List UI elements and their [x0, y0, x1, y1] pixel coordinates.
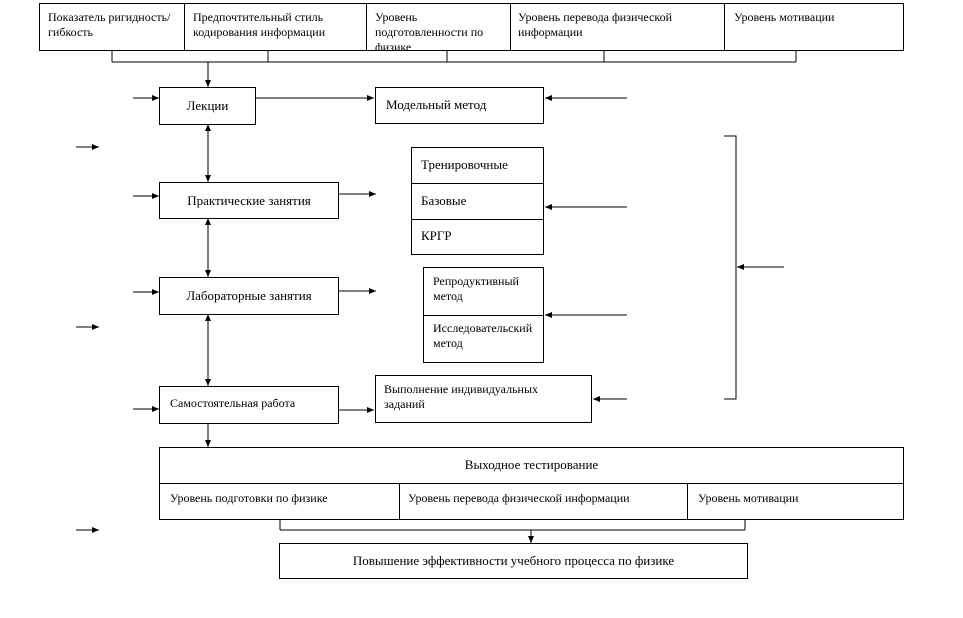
lectures-box: Лекции: [159, 87, 256, 125]
laboratory-classes-box: Лабораторные занятия: [159, 277, 339, 315]
indicators-table: Показатель ригидность/гибкость Предпочти…: [39, 3, 904, 51]
basic-tasks-label: Базовые: [421, 193, 467, 208]
independent-work-label: Самостоятельная работа: [170, 396, 296, 410]
training-tasks-label: Тренировочные: [421, 157, 508, 172]
reproductive-method-label: Репродуктивный метод: [433, 274, 519, 303]
indicator-coding-style: Предпочтительный стиль кодирования инфор…: [193, 10, 326, 39]
exit-testing-table: Выходное тестирование Уровень подготовки…: [159, 447, 904, 520]
research-method-label: Исследовательский метод: [433, 321, 533, 350]
result-box: Повышение эффективности учебного процесс…: [279, 543, 748, 579]
individual-tasks-box: Выполнение индивидуальных заданий: [375, 375, 592, 423]
indicator-rigidity: Показатель ригидность/гибкость: [48, 10, 171, 39]
independent-work-box: Самостоятельная работа: [159, 386, 339, 424]
lab-methods-box: Репродуктивный метод Исследовательский м…: [423, 267, 544, 363]
model-method-box: Модельный метод: [375, 87, 544, 124]
exit-item-preparation: Уровень подготовки по физике: [170, 491, 328, 505]
practical-tasks-box: Тренировочные Базовые КРГР: [411, 147, 544, 255]
exit-testing-title: Выходное тестирование: [464, 457, 599, 472]
model-method-label: Модельный метод: [386, 97, 487, 112]
practical-classes-box: Практические занятия: [159, 182, 339, 219]
individual-tasks-label: Выполнение индивидуальных заданий: [384, 382, 539, 411]
indicator-translation-level: Уровень перевода физической информации: [518, 10, 672, 39]
indicator-motivation-level: Уровень мотивации: [734, 10, 835, 24]
krgr-label: КРГР: [421, 228, 452, 243]
exit-item-translation: Уровень перевода физической информации: [408, 491, 630, 505]
indicator-preparation-level: Уровень подготовленности по физике: [375, 10, 484, 50]
exit-item-motivation: Уровень мотивации: [698, 491, 799, 505]
